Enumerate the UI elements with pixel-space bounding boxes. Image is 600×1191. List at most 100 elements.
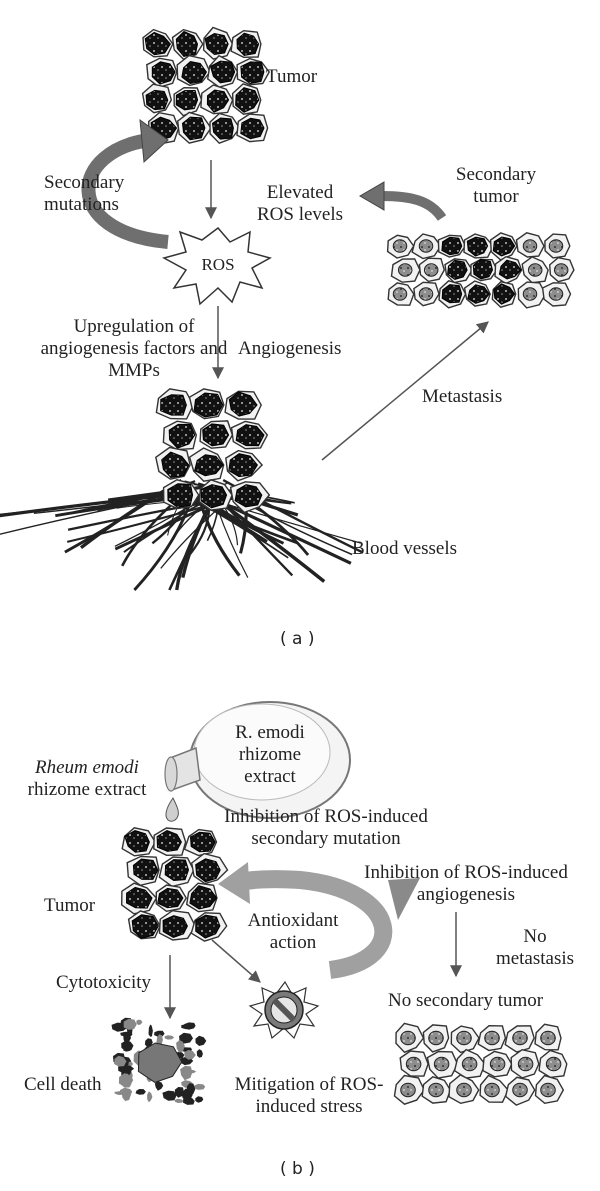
- label-antioxidant: Antioxidant action: [247, 910, 339, 953]
- elevated-ros-arrow: [381, 191, 447, 222]
- label-cell-death: Cell death: [24, 1074, 102, 1095]
- ros-burst: [162, 226, 272, 306]
- cell-nucleus: [456, 1082, 472, 1098]
- debris-fragment: [114, 1055, 127, 1067]
- cell-nucleus: [168, 423, 196, 449]
- cell-nucleus: [548, 287, 564, 301]
- label-angiogenesis: Angiogenesis: [238, 338, 342, 359]
- cell-nucleus: [522, 239, 538, 253]
- cell-nucleus: [235, 87, 260, 113]
- cell-nucleus: [433, 1056, 450, 1072]
- cell-nucleus: [167, 483, 194, 508]
- vessel-line: [197, 496, 241, 577]
- cell-nucleus: [548, 239, 564, 253]
- cell-nucleus: [540, 1082, 556, 1098]
- cell-nucleus: [467, 284, 490, 304]
- cell-nucleus: [181, 116, 206, 141]
- cell-nucleus: [522, 287, 538, 301]
- tumor-cluster-a: [141, 26, 271, 145]
- cell-nucleus: [145, 89, 169, 111]
- cell-nucleus: [211, 117, 234, 140]
- debris-fragment: [154, 1081, 164, 1091]
- cell-nucleus: [124, 830, 150, 853]
- vessel-line: [168, 497, 215, 591]
- label-flask-rest: rhizome extract: [238, 744, 302, 787]
- label-extract-species: Rheum emodi: [35, 757, 139, 778]
- debris-fragment: [127, 1065, 132, 1076]
- caption-a: ( a ): [280, 629, 315, 649]
- debris-fragment: [195, 1096, 204, 1103]
- secondary-mutation-arrow: [81, 133, 169, 249]
- label-secondary-tumor: Secondary tumor: [455, 164, 537, 207]
- debris-fragment: [179, 1032, 193, 1044]
- debris-fragment: [174, 1087, 184, 1098]
- cell-nucleus: [189, 885, 218, 910]
- vessel-line: [33, 496, 172, 514]
- cell-nucleus: [540, 1030, 556, 1046]
- antioxidant-curved-arrow: [238, 870, 393, 979]
- tumor-cluster-b: [120, 827, 229, 942]
- cell-nucleus: [195, 914, 221, 939]
- secondary-tumor-cluster: [386, 232, 575, 309]
- debris-fragment: [114, 1091, 127, 1095]
- cell-nucleus: [235, 424, 265, 447]
- cell-nucleus: [193, 392, 224, 418]
- cell-nucleus: [202, 423, 230, 447]
- cell-nucleus: [228, 453, 259, 478]
- cell-nucleus: [428, 1082, 444, 1098]
- vascular-tumor-cluster: [155, 388, 271, 514]
- label-cytotoxicity: Cytotoxicity: [56, 972, 151, 993]
- cell-nucleus: [441, 284, 463, 304]
- extract-flask: [164, 701, 351, 819]
- cell-nucleus: [156, 829, 182, 852]
- debris-fragment: [181, 1024, 194, 1030]
- cell-nucleus: [189, 831, 216, 853]
- cell-nucleus: [461, 1056, 478, 1072]
- cell-nucleus: [545, 1056, 562, 1072]
- debris-fragment: [164, 1035, 175, 1040]
- label-upregulation: Upregulation of angiogenesis factors and…: [40, 316, 228, 381]
- cell-nucleus: [492, 236, 516, 257]
- debris-fragment: [186, 1083, 196, 1096]
- cell-nucleus: [194, 454, 224, 477]
- cell-nucleus: [418, 239, 434, 253]
- debris-fragment: [123, 1018, 137, 1030]
- cell-nucleus: [162, 915, 188, 938]
- cell-nucleus: [392, 287, 408, 301]
- cell-nucleus: [423, 263, 439, 277]
- label-metastasis: Metastasis: [422, 386, 503, 407]
- cell-nucleus: [484, 1030, 500, 1046]
- cell-nucleus: [206, 89, 230, 113]
- secondary-mutation-arrowhead: [139, 118, 169, 164]
- cell-nucleus: [512, 1030, 528, 1046]
- cell-nucleus: [181, 61, 207, 85]
- debris-fragment: [120, 1079, 132, 1088]
- label-inhibit-angiogenesis: Inhibition of ROS-induced angiogenesis: [364, 862, 568, 905]
- cell-nucleus: [400, 1030, 416, 1046]
- cell-nucleus: [157, 887, 184, 909]
- healthy-cell-cluster: [393, 1022, 568, 1106]
- cell-nucleus: [160, 394, 187, 416]
- cell-nucleus: [161, 451, 190, 479]
- cell-nucleus: [131, 914, 159, 939]
- label-no-metastasis: No metastasis: [495, 926, 575, 969]
- cell-nucleus: [512, 1082, 528, 1098]
- metastasis-arrow: [321, 321, 489, 461]
- cell-nucleus: [209, 60, 236, 84]
- cell-nucleus: [466, 236, 489, 257]
- debris-fragment: [162, 1090, 177, 1101]
- cell-nucleus: [228, 391, 258, 417]
- cell-nucleus: [240, 61, 265, 85]
- debris-fragment: [135, 1089, 146, 1095]
- cell-nucleus: [204, 32, 229, 56]
- cell-nucleus: [240, 117, 265, 140]
- antioxidant-arrowhead-right: [388, 878, 420, 920]
- cell-nucleus: [441, 236, 463, 256]
- cell-nucleus: [493, 283, 516, 305]
- cell-nucleus: [553, 263, 569, 277]
- cell-nucleus: [200, 484, 228, 509]
- cell-nucleus: [484, 1082, 500, 1098]
- debris-fragment: [147, 1091, 153, 1103]
- debris-fragment: [184, 1049, 196, 1060]
